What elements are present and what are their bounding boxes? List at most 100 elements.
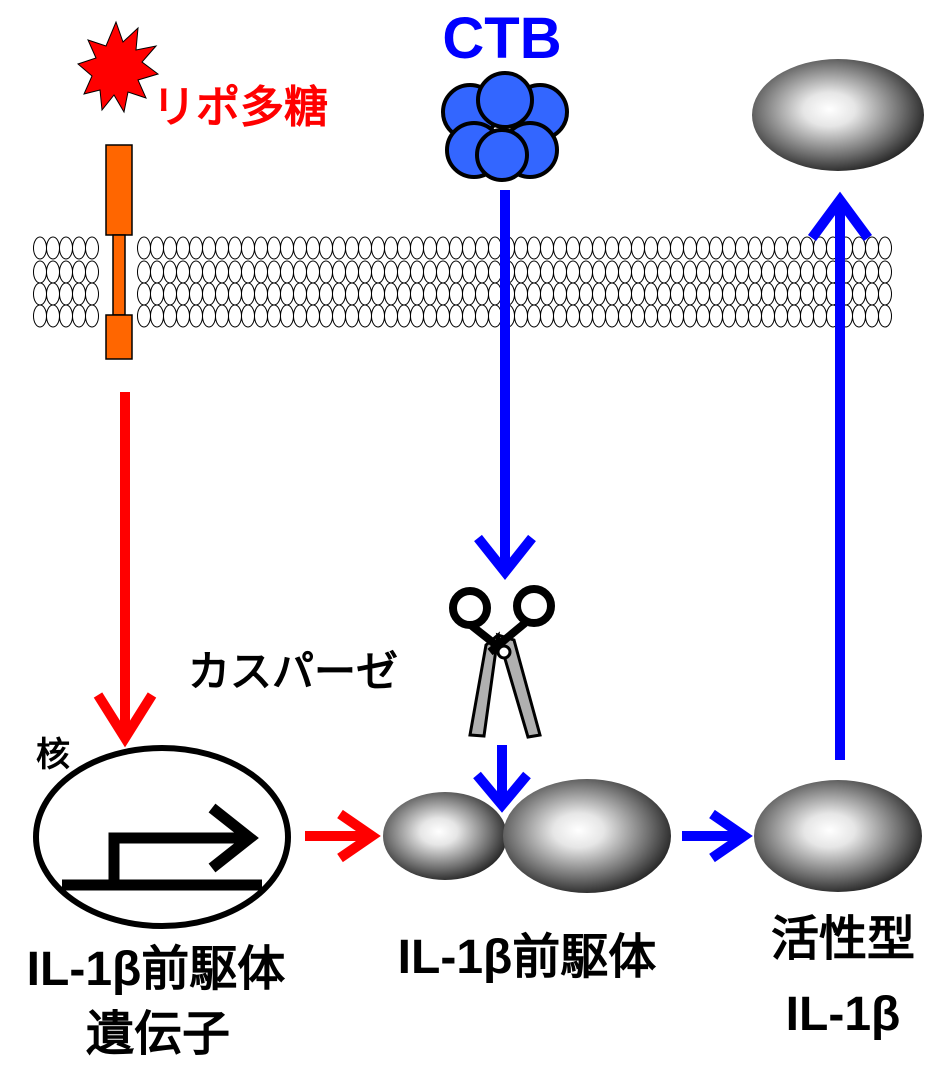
lipid-head [397, 236, 411, 260]
lipid-head [228, 260, 242, 284]
lipid-head [163, 260, 177, 284]
lipid-head [618, 282, 632, 306]
lipid-head [592, 304, 606, 328]
lipid-head [332, 304, 346, 328]
lipid-head [852, 304, 866, 328]
lipid-head [748, 260, 762, 284]
lipid-head [410, 282, 424, 306]
lipid-head [137, 260, 151, 284]
lipid-head [566, 304, 580, 328]
lipid-head [371, 282, 385, 306]
active-label-line2: IL-1β [786, 988, 901, 1041]
lipid-head [670, 304, 684, 328]
lipid-head [46, 282, 60, 306]
lipid-head [696, 260, 710, 284]
lipid-head [59, 282, 73, 306]
lipid-head [319, 260, 333, 284]
lipid-head [85, 304, 99, 328]
lipid-head [189, 236, 203, 260]
lipid-head [345, 260, 359, 284]
lipid-head [371, 236, 385, 260]
lipid-head [254, 260, 268, 284]
lps-receptor [105, 144, 133, 360]
lipid-head [696, 304, 710, 328]
lipid-head [475, 282, 489, 306]
lipid-head [371, 304, 385, 328]
lipid-head [618, 260, 632, 284]
lipid-head [644, 304, 658, 328]
lipid-head [878, 304, 892, 328]
maturation-arrow [682, 809, 753, 863]
active-label-line1: 活性型 [771, 913, 915, 966]
lipid-head [176, 236, 190, 260]
lipid-head [254, 282, 268, 306]
lipid-head [579, 304, 593, 328]
lipid-head [761, 260, 775, 284]
lipid-head [345, 236, 359, 260]
lipid-head [241, 236, 255, 260]
lipid-head [748, 236, 762, 260]
lipid-head [137, 282, 151, 306]
lipid-head [800, 304, 814, 328]
lipid-head [592, 260, 606, 284]
lipid-head [605, 236, 619, 260]
lipid-head [878, 282, 892, 306]
lipid-head [306, 236, 320, 260]
ctb-signal-arrow [474, 190, 536, 581]
lipid-head [384, 304, 398, 328]
lipid-head [475, 236, 489, 260]
lipid-head [761, 304, 775, 328]
lipid-head [787, 282, 801, 306]
lipid-head [410, 236, 424, 260]
lipid-head [33, 260, 47, 284]
lipid-head [163, 304, 177, 328]
lipid-head [800, 260, 814, 284]
starburst-icon [77, 20, 160, 114]
lipid-head [631, 282, 645, 306]
lipid-head [631, 236, 645, 260]
lipid-head [202, 304, 216, 328]
lipid-head [150, 260, 164, 284]
lipid-head [189, 260, 203, 284]
lipid-head [423, 304, 437, 328]
gene-label-line2: 遺伝子 [86, 1008, 230, 1061]
lipid-head [189, 282, 203, 306]
lipid-head [397, 282, 411, 306]
lipid-head [527, 260, 541, 284]
lipid-head [358, 260, 372, 284]
lipid-head [215, 304, 229, 328]
lipid-head [540, 236, 554, 260]
lipid-head [241, 282, 255, 306]
caspase-label: カスパーゼ [188, 648, 398, 695]
lipid-head [488, 304, 502, 328]
lipid-head [527, 236, 541, 260]
lipid-head [215, 260, 229, 284]
lipid-head [449, 236, 463, 260]
lipid-head [72, 260, 86, 284]
lipid-head [553, 304, 567, 328]
lipid-head [33, 282, 47, 306]
lipid-head [254, 236, 268, 260]
gene-label-line1: IL-1β前駆体 [27, 943, 286, 996]
lipid-head [787, 260, 801, 284]
lipid-head [280, 260, 294, 284]
lipid-head [592, 236, 606, 260]
lipid-head [384, 282, 398, 306]
lipid-head [800, 282, 814, 306]
lipid-head [215, 236, 229, 260]
lipid-head [644, 236, 658, 260]
lipid-head [189, 304, 203, 328]
scissors-icon [449, 585, 555, 739]
lipid-head [267, 282, 281, 306]
lipid-head [449, 282, 463, 306]
lipid-head [332, 282, 346, 306]
lipid-head [527, 282, 541, 306]
lipid-head [774, 282, 788, 306]
lipid-head [787, 236, 801, 260]
lipid-head [514, 304, 528, 328]
lipid-head [748, 282, 762, 306]
lipid-head [657, 282, 671, 306]
lipid-head [228, 304, 242, 328]
lipid-head [319, 236, 333, 260]
lipid-head [540, 260, 554, 284]
